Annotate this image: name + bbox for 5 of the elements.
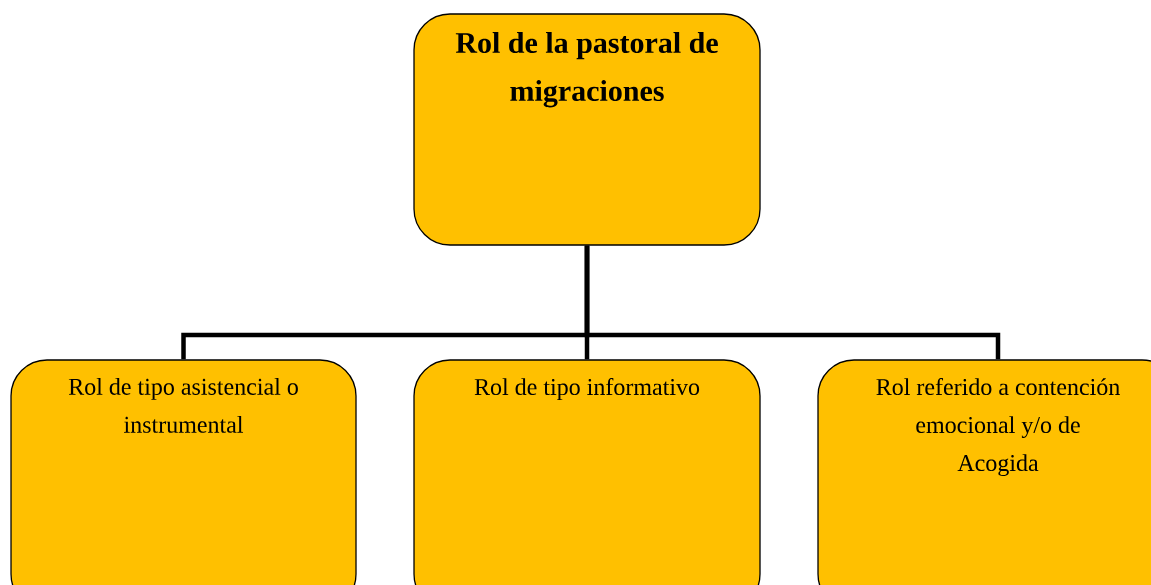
connector-line [584,245,1001,360]
role-box: Rol de tipo informativo [413,359,761,585]
title-box: Rol de la pastoral de migraciones [413,13,761,246]
role-box: Rol de tipo asistencial o instrumental [10,359,357,585]
role-box: Rol referido a contención emocional y/o de Acogida [817,359,1151,585]
